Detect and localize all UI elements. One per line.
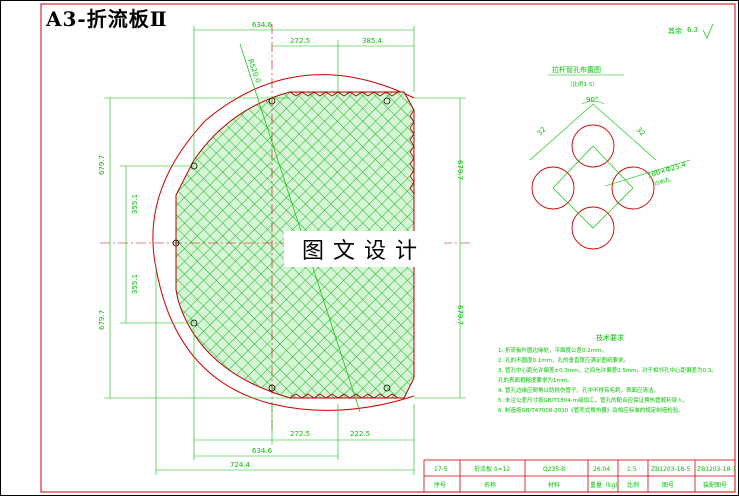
radius-line xyxy=(239,43,361,413)
tb-r1-c5: 1:5 xyxy=(627,466,637,473)
tech-item-4: 孔的表面粗糙度要求为1mm。 xyxy=(498,376,573,384)
tb-r1-c2: 折流板 δ=12 xyxy=(474,465,510,473)
tb-r2-c5: 比例 xyxy=(627,481,639,489)
tb-r2-c4: 重量（kg） xyxy=(590,481,621,489)
tb-r2-c1: 序号 xyxy=(434,481,446,489)
dim-inner-lower: 355.1 xyxy=(131,274,139,294)
tb-r2-c3: 材料 xyxy=(548,481,560,489)
roughness-label: 其余 xyxy=(668,26,682,35)
tech-item-7: 6. 制造按GB/T47008-2010《管壳式换热器》及相应标准的规定制造检验… xyxy=(498,406,684,414)
tb-r2-c7: 装配图号 xyxy=(703,481,727,489)
tb-r1-c1: 17-5 xyxy=(434,466,448,473)
detail-angle: 90° xyxy=(586,96,598,104)
detail-construction xyxy=(529,100,691,229)
drawing-title: A3-折流板Ⅱ xyxy=(46,7,168,31)
roughness-symbol-icon xyxy=(702,23,714,39)
tb-r2-c2: 名称 xyxy=(484,481,496,489)
title-block xyxy=(423,459,736,493)
detail-pitch-right: 32 xyxy=(635,126,647,138)
tb-r1-c3: Q235-B xyxy=(543,466,565,473)
roughness-value: 6.3 xyxy=(687,26,698,34)
dim-left-upper: 679.7 xyxy=(98,155,106,175)
dim-left-lower: 679.7 xyxy=(98,310,106,330)
dim-inner-upper: 355.1 xyxy=(131,194,139,214)
tb-r1-c4: 26.04 xyxy=(593,466,610,473)
dim-top-width: 634.6 xyxy=(252,21,273,29)
dim-right-upper: 679.7 xyxy=(456,160,464,180)
detail-hole-note: 180×Φ25.4 xyxy=(646,160,687,180)
dim-bottom-left: 272.5 xyxy=(290,430,310,438)
serrated-edge xyxy=(289,91,415,399)
detail-subtitle: （比例1:5） xyxy=(567,80,598,88)
tech-item-6: 5. 未注公差尺寸按GB/T1804-m级加工，管孔的配合应保证换热管顺利穿入。 xyxy=(498,396,688,404)
detail-title: 拉杆管孔布置图 xyxy=(552,65,601,74)
dim-bottom-right: 222.5 xyxy=(350,430,370,438)
drawing-frame xyxy=(40,3,736,493)
tb-r2-c6: 图号 xyxy=(662,482,674,489)
tech-item-3: 3. 管孔中心距允许偏差±0.3mm，之间允许偏差0.5mm，对于相邻孔中心距偏… xyxy=(498,366,717,374)
tech-title: 技术要求 xyxy=(596,333,624,342)
dim-overall-width: 724.4 xyxy=(230,461,251,469)
dim-bottom-width: 634.6 xyxy=(252,447,273,455)
tb-r1-c7: ZB1203-18-1 xyxy=(697,466,736,473)
detail-holes xyxy=(531,124,655,250)
tie-rod-holes xyxy=(172,97,391,392)
dimension-lines xyxy=(104,26,466,475)
watermark-box: 图文设计 xyxy=(284,231,444,267)
dim-top-right: 385.4 xyxy=(362,37,383,45)
tech-item-2: 2. 孔的不圆度0.1mm，孔的垂直度应满足图纸要求。 xyxy=(498,356,629,364)
dim-top-left: 272.5 xyxy=(290,37,310,45)
tb-r1-c6: ZB1203-18-5 xyxy=(651,466,690,473)
dim-right-lower: 679.7 xyxy=(456,305,464,325)
detail-pitch-left: 32 xyxy=(536,125,548,137)
watermark-text: 图文设计 xyxy=(301,239,426,264)
shell-outline xyxy=(152,74,415,411)
tech-item-5: 4. 管孔边缘应倒角以防损伤管子，孔中不得有毛刺，表面应清洁。 xyxy=(498,386,659,394)
tech-item-1: 1. 折流板外圆边缘处，平面度公差0.2mm。 xyxy=(498,346,607,354)
